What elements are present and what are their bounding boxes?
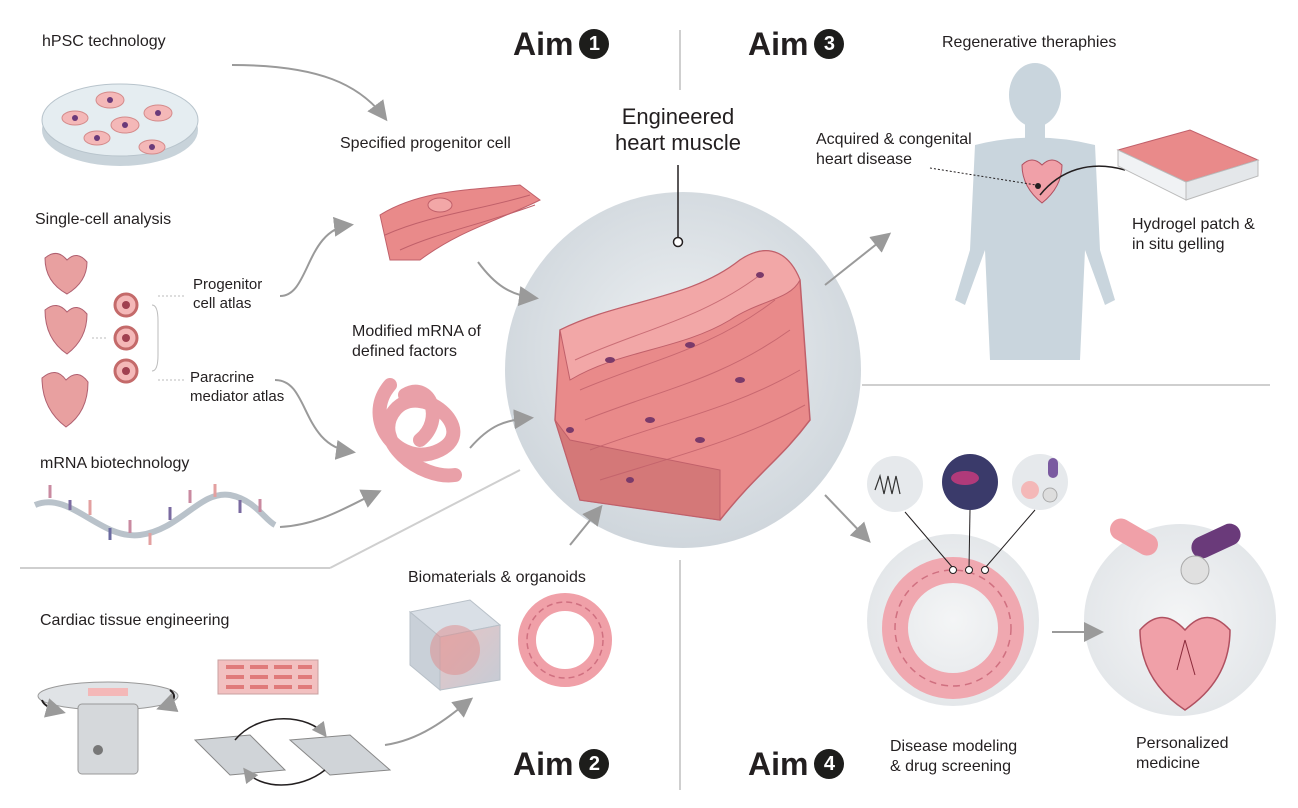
hydrogel-patch-icon bbox=[1116, 129, 1260, 201]
aim-number-badge: 4 bbox=[814, 749, 845, 779]
aim-word: Aim bbox=[513, 26, 574, 62]
aim-3-label: Aim 3 bbox=[748, 26, 845, 62]
mrna-biotech-label: mRNA biotechnology bbox=[40, 455, 190, 472]
aim-word: Aim bbox=[748, 746, 809, 782]
label-line: Progenitor bbox=[193, 276, 263, 293]
well-plate-icon bbox=[217, 659, 319, 695]
label-line: Personalized bbox=[1136, 735, 1229, 752]
label-line: & drug screening bbox=[890, 758, 1011, 775]
progenitor-atlas-label: Progenitor cell atlas bbox=[193, 275, 262, 313]
aim-4-label: Aim 4 bbox=[748, 746, 845, 782]
title-line: Engineered bbox=[621, 104, 735, 129]
label-line: Paracrine bbox=[190, 369, 255, 386]
hpsc-label: hPSC technology bbox=[42, 33, 166, 50]
biomaterial-cube-icon bbox=[408, 599, 502, 692]
atlas-cells-icon bbox=[92, 292, 185, 384]
modified-mrna-label: Modified mRNA of defined factors bbox=[352, 322, 481, 362]
label-line: defined factors bbox=[352, 343, 457, 360]
label-line: medicine bbox=[1136, 755, 1201, 772]
aim-number-badge: 3 bbox=[814, 29, 845, 59]
bioreactor-device-icon bbox=[37, 681, 179, 775]
aim-word: Aim bbox=[513, 746, 574, 782]
hydrogel-patch-label: Hydrogel patch & in situ gelling bbox=[1132, 215, 1255, 255]
progenitor-cell-sheet-icon bbox=[379, 184, 541, 261]
regenerative-therapies-label: Regenerative theraphies bbox=[942, 34, 1117, 51]
mrna-strand-icon bbox=[33, 484, 277, 545]
dividers bbox=[20, 30, 1270, 790]
label-line: cell atlas bbox=[193, 295, 252, 312]
mrna-knot-icon bbox=[372, 378, 462, 483]
label-line: Acquired & congenital bbox=[816, 131, 972, 148]
single-cell-label: Single-cell analysis bbox=[35, 211, 172, 228]
organoid-ring-icon bbox=[518, 593, 612, 687]
paracrine-atlas-label: Paracrine mediator atlas bbox=[190, 368, 284, 406]
label-line: Hydrogel patch & bbox=[1132, 216, 1255, 233]
biomaterials-organoids-label: Biomaterials & organoids bbox=[408, 569, 586, 586]
label-line: heart disease bbox=[816, 151, 913, 168]
aim-word: Aim bbox=[748, 26, 809, 62]
aim-number-badge: 1 bbox=[579, 29, 610, 59]
heart-disease-label: Acquired & congenital heart disease bbox=[816, 130, 972, 170]
heart-muscle-tissue-icon bbox=[554, 250, 811, 521]
aim-2-label: Aim 2 bbox=[513, 746, 610, 782]
flow-arrows bbox=[231, 64, 1104, 746]
label-line: mediator atlas bbox=[190, 388, 285, 405]
aim-1-label: Aim 1 bbox=[513, 26, 610, 62]
screening-insets-icon bbox=[867, 454, 1068, 574]
title-line: heart muscle bbox=[615, 130, 741, 155]
cardiac-tissue-engineering-label: Cardiac tissue engineering bbox=[40, 612, 230, 629]
engineered-heart-muscle-title: Engineered heart muscle bbox=[600, 104, 756, 156]
heart-in-body-icon bbox=[929, 159, 1126, 204]
specified-progenitor-label: Specified progenitor cell bbox=[340, 135, 511, 152]
personalized-medicine-circle bbox=[1084, 524, 1276, 716]
aim-number-badge: 2 bbox=[579, 749, 610, 779]
label-line: Disease modeling bbox=[890, 738, 1018, 755]
pills-heart-icon bbox=[1110, 518, 1241, 711]
personalized-medicine-label: Personalized medicine bbox=[1136, 734, 1229, 774]
heart-sections-icon bbox=[41, 253, 89, 428]
label-line: in situ gelling bbox=[1132, 236, 1225, 253]
stretcher-plates-icon bbox=[193, 718, 392, 786]
petri-dish-icon bbox=[41, 83, 199, 166]
disease-modeling-label: Disease modeling & drug screening bbox=[890, 737, 1017, 777]
human-body-icon bbox=[955, 63, 1115, 360]
label-line: Modified mRNA of bbox=[352, 323, 481, 340]
